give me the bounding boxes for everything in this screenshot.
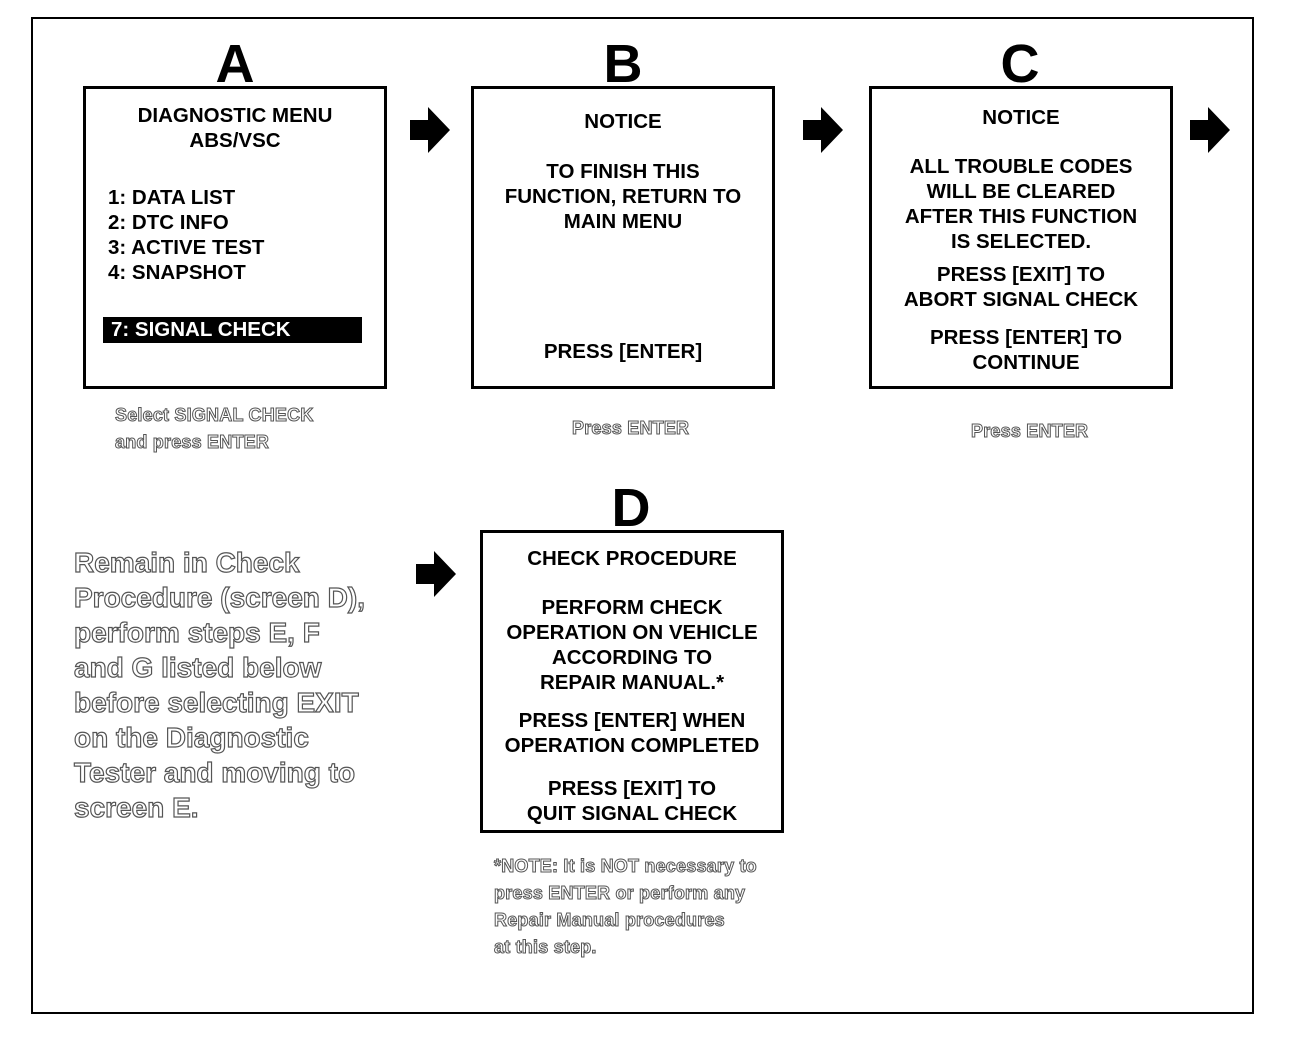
step-letter-a: A — [215, 34, 255, 94]
menu-item-data-list: 1: DATA LIST — [108, 186, 236, 209]
screen-c-enter-text: PRESS [ENTER] TO CONTINUE — [929, 326, 1123, 374]
screen-d-note: *NOTE: It is NOT necessary to press ENTE… — [494, 856, 758, 958]
screen-a-caption: Select SIGNAL CHECK and press ENTER — [115, 405, 314, 453]
screen-d-check-procedure: CHECK PROCEDURE PERFORM CHECK OPERATION … — [480, 530, 784, 833]
screen-c-title: NOTICE — [982, 106, 1060, 129]
screen-a-menu-list: 1: DATA LIST 2: DTC INFO 3: ACTIVE TEST … — [108, 185, 264, 285]
right-arrow-icon — [803, 107, 843, 153]
right-arrow-icon — [1190, 107, 1230, 153]
screen-b-notice: NOTICE TO FINISH THIS FUNCTION, RETURN T… — [471, 86, 775, 389]
screen-d-title: CHECK PROCEDURE — [527, 547, 737, 570]
screen-c-exit-text: PRESS [EXIT] TO ABORT SIGNAL CHECK — [903, 263, 1139, 311]
side-instruction-text: Remain in Check Procedure (screen D), pe… — [73, 546, 365, 823]
step-letter-b: B — [603, 34, 643, 94]
screen-b-caption: Press ENTER — [571, 418, 690, 439]
screen-c-body: ALL TROUBLE CODES WILL BE CLEARED AFTER … — [904, 155, 1138, 253]
menu-item-active-test: 3: ACTIVE TEST — [108, 236, 265, 259]
screen-b-title: NOTICE — [584, 110, 662, 133]
step-letter-d: D — [611, 478, 651, 538]
right-arrow-icon — [410, 107, 450, 153]
step-letter-c: C — [1000, 34, 1040, 94]
screen-b-footer: PRESS [ENTER] — [543, 340, 703, 363]
screen-d-exit-text: PRESS [EXIT] TO QUIT SIGNAL CHECK — [526, 777, 738, 825]
screen-c-caption: Press ENTER — [970, 421, 1089, 442]
screen-a-diagnostic-menu: DIAGNOSTIC MENU ABS/VSC 1: DATA LIST 2: … — [83, 86, 387, 389]
menu-item-signal-check-selected: 7: SIGNAL CHECK — [103, 317, 362, 343]
screen-a-title: DIAGNOSTIC MENU ABS/VSC — [137, 104, 333, 152]
menu-item-dtc-info: 2: DTC INFO — [108, 211, 229, 234]
screen-d-body: PERFORM CHECK OPERATION ON VEHICLE ACCOR… — [506, 596, 758, 694]
menu-item-snapshot: 4: SNAPSHOT — [108, 261, 246, 284]
screen-d-enter-text: PRESS [ENTER] WHEN OPERATION COMPLETED — [504, 709, 760, 757]
screen-b-body: TO FINISH THIS FUNCTION, RETURN TO MAIN … — [504, 160, 742, 233]
diagram-frame — [31, 17, 1254, 1014]
screen-c-notice: NOTICE ALL TROUBLE CODES WILL BE CLEARED… — [869, 86, 1173, 389]
right-arrow-icon — [416, 551, 456, 597]
